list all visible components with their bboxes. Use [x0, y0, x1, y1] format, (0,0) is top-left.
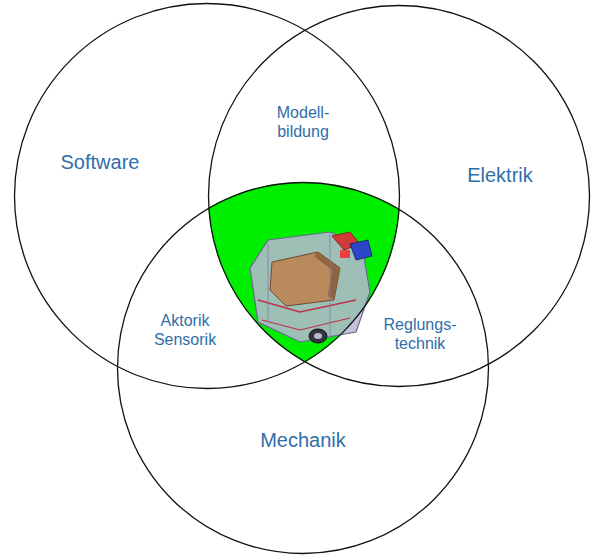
intersection-fill: [117, 182, 489, 554]
venn-circle: Mechanik: [117, 182, 489, 554]
robot-vehicle: [250, 232, 372, 343]
circle-label: Software: [61, 150, 140, 174]
circle-outline: [117, 182, 489, 554]
intersection-label: Modell- bildung: [277, 103, 329, 141]
intersection-label: Reglungs- technik: [384, 315, 457, 353]
intersection-label: Aktorik Sensorik: [154, 311, 216, 349]
circle-label: Mechanik: [260, 428, 346, 452]
circle-label: Elektrik: [467, 163, 533, 187]
